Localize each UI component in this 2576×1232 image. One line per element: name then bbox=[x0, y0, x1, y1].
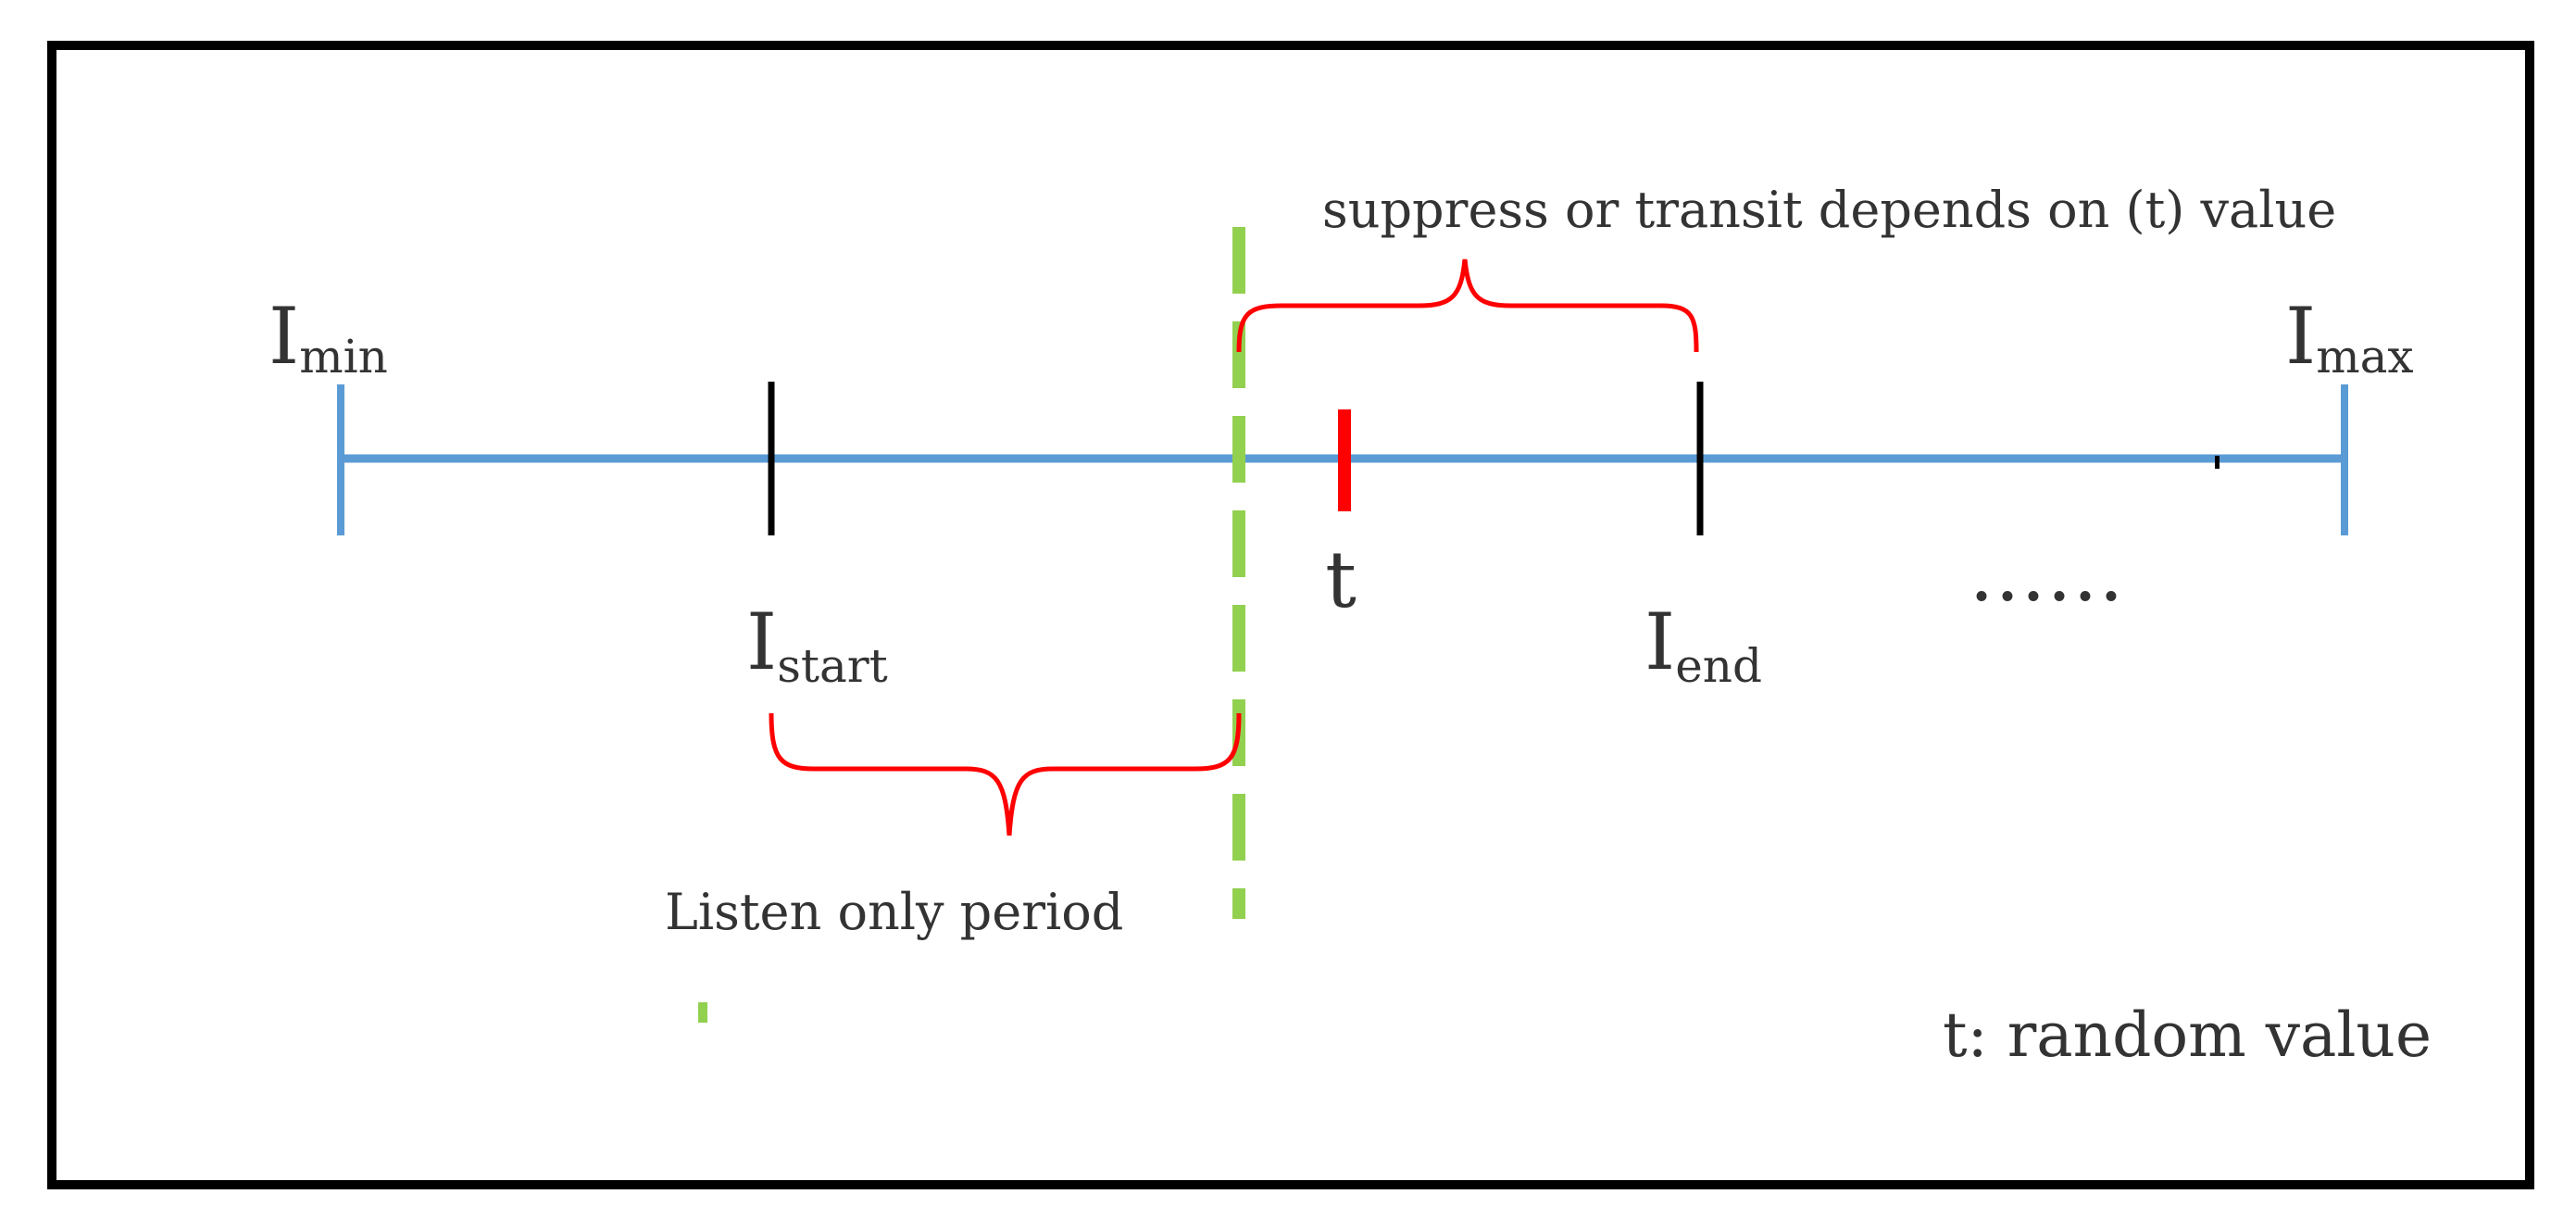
label-i-min-sub: min bbox=[299, 330, 388, 383]
label-i-min: Imin bbox=[269, 291, 388, 383]
label-i-start: Istart bbox=[746, 597, 888, 693]
label-i-max-sub: max bbox=[2316, 330, 2413, 383]
axis-dot-mark bbox=[2215, 456, 2220, 469]
bottom-brace-note: Listen only period bbox=[665, 883, 1123, 941]
label-i-start-sub: start bbox=[777, 639, 888, 693]
label-i-start-main: I bbox=[746, 597, 777, 687]
diagram-frame bbox=[47, 41, 2534, 1189]
label-t: t bbox=[1325, 534, 1357, 625]
label-i-end: Iend bbox=[1644, 597, 1762, 693]
label-i-min-main: I bbox=[269, 291, 299, 382]
label-i-end-main: I bbox=[1644, 597, 1675, 687]
legend-random-value: t: random value bbox=[1943, 999, 2432, 1071]
top-brace bbox=[1236, 258, 1699, 353]
label-i-max: Imax bbox=[2285, 291, 2414, 383]
label-i-max-main: I bbox=[2285, 291, 2316, 382]
label-ellipsis: …… bbox=[1969, 528, 2124, 619]
bottom-brace bbox=[769, 712, 1242, 836]
top-brace-note: suppress or transit depends on (t) value bbox=[1322, 181, 2336, 239]
green-dot-mark bbox=[698, 1002, 707, 1023]
label-i-end-sub: end bbox=[1675, 639, 1762, 693]
